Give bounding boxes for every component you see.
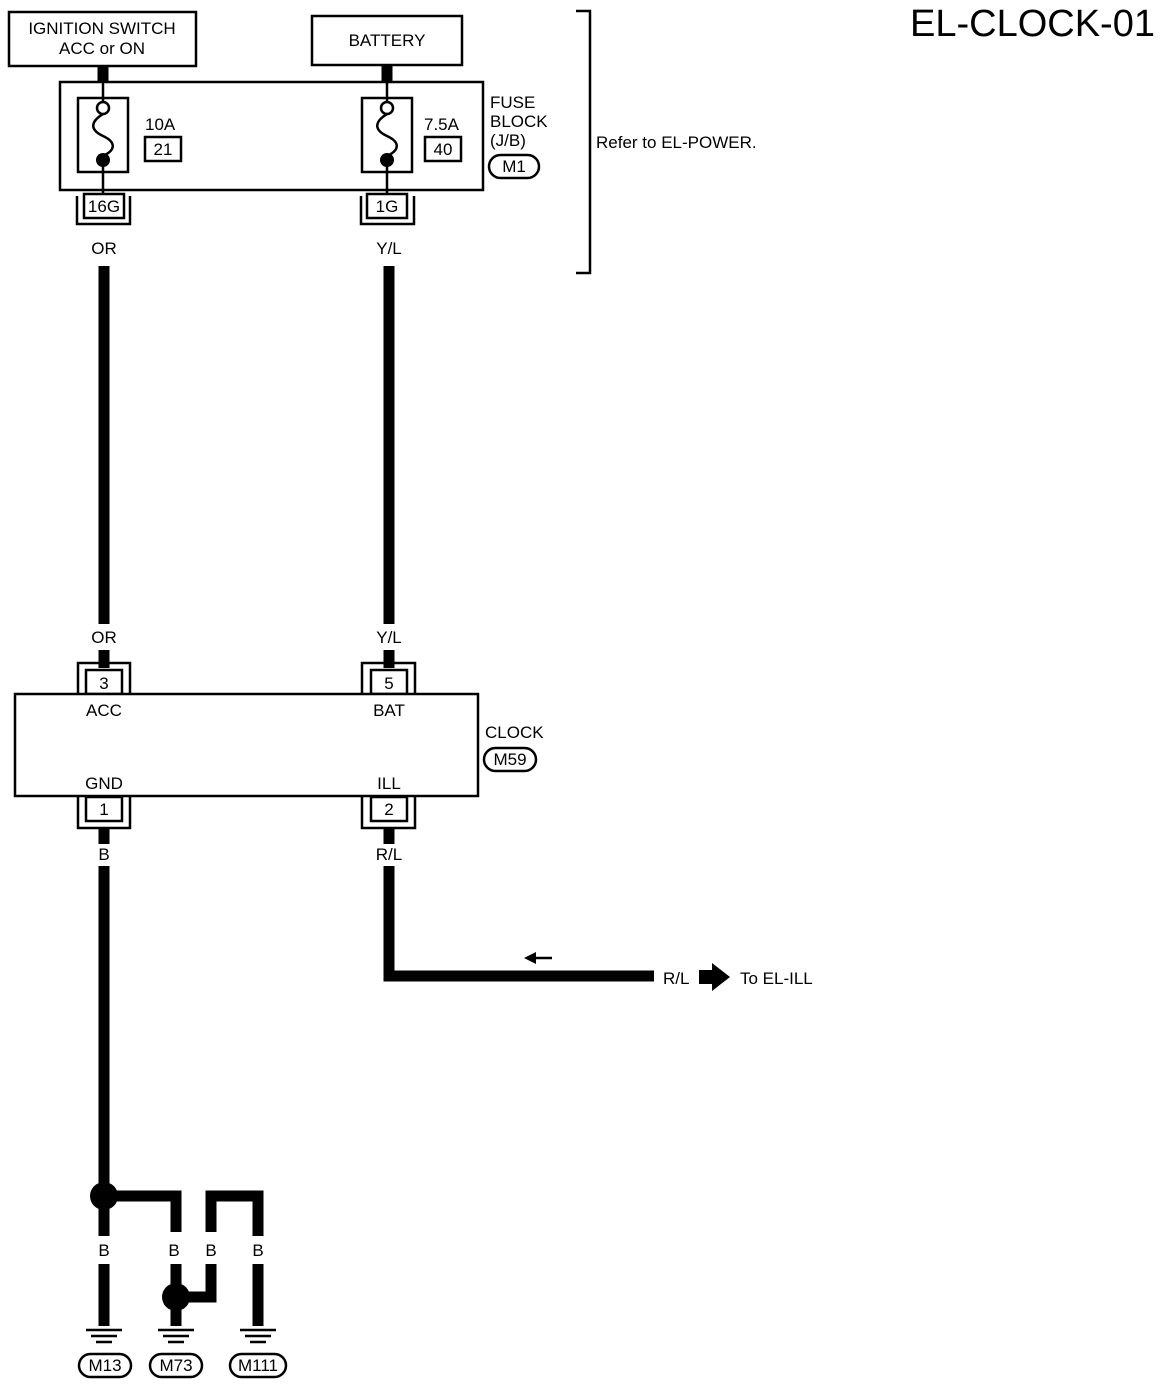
diagram-id: EL-CLOCK-01 (910, 3, 1155, 45)
clock-pin3-shell (76, 661, 132, 694)
wire-color-rl-top: R/L (376, 845, 402, 864)
fuse-40-rating: 7.5A (424, 115, 460, 134)
wire-color-yl-bottom: Y/L (376, 628, 402, 647)
fuse-block-connector-id: M1 (502, 157, 526, 176)
clock-pin1-number: 1 (99, 800, 108, 819)
ground-m13-badge (77, 1352, 133, 1379)
ground-m73-icon (158, 1328, 194, 1344)
ground-m111-badge (228, 1352, 288, 1379)
clock-pin3-number: 3 (99, 674, 108, 693)
power-bracket (576, 9, 592, 275)
clock-pin5-shell (360, 661, 417, 694)
fuse-block-label-line3: (J/B) (490, 131, 526, 150)
clock-ill-label: ILL (377, 774, 401, 793)
wire-color-b-link: B (205, 1241, 216, 1260)
wire-color-rl-end: R/L (663, 969, 689, 988)
fuse-21-top-terminal (95, 100, 111, 116)
wire-color-b-m13: B (98, 1241, 109, 1260)
wire-color-yl-top: Y/L (376, 239, 402, 258)
fuse-21-number-box (143, 135, 183, 163)
fuse-block-connector-badge (487, 153, 541, 180)
fuse-21-number: 21 (154, 140, 173, 159)
clock-pin5-number: 5 (384, 674, 393, 693)
wire-color-or-top: OR (91, 239, 117, 258)
to-el-ill-arrow-icon (699, 963, 730, 991)
wire-b-to-m73 (104, 1190, 182, 1232)
clock-bat-label: BAT (373, 701, 405, 720)
refer-power-note: Refer to EL-POWER. (596, 133, 757, 152)
fuse-40-top-terminal (379, 100, 395, 116)
wire-rl (383, 866, 654, 982)
terminal-16g-label: 16G (88, 197, 120, 216)
ground-m111-icon (240, 1328, 276, 1344)
ignition-switch-box (7, 10, 198, 68)
clock-pin2-number: 2 (384, 800, 393, 819)
terminal-16g-box (82, 192, 126, 220)
ground-m73-id: M73 (159, 1356, 192, 1375)
to-el-ill-label: To EL-ILL (740, 969, 813, 988)
fuse-block-label-line2: BLOCK (490, 112, 548, 131)
wire-color-or-bottom: OR (91, 628, 117, 647)
fuse-21-rating: 10A (145, 115, 176, 134)
fuse-40-element-icon (376, 112, 398, 158)
clock-gnd-label: GND (85, 774, 123, 793)
clock-pin1-box (84, 795, 124, 823)
clock-connector-badge (482, 746, 538, 773)
fuse-21-element-icon (92, 112, 114, 158)
fuse-40-number: 40 (434, 140, 453, 159)
terminal-1g-shell (359, 196, 416, 226)
wire-color-b-m73: B (168, 1241, 179, 1260)
ground-m111-id: M111 (238, 1356, 278, 1375)
wire-b-branch-m111 (205, 1190, 264, 1236)
ignition-switch-label: IGNITION SWITCH (28, 19, 175, 38)
clock-connector-id: M59 (493, 750, 526, 769)
clock-box (13, 692, 480, 798)
ground-m13-icon (86, 1328, 122, 1344)
clock-pin2-box (369, 795, 409, 823)
current-arrow-icon (524, 952, 536, 964)
clock-acc-label: ACC (86, 701, 122, 720)
terminal-1g-box (365, 192, 409, 220)
clock-name: CLOCK (485, 723, 544, 742)
terminal-1g-label: 1G (376, 197, 399, 216)
wire-color-b-m111: B (252, 1241, 263, 1260)
ignition-mode-label: ACC or ON (59, 39, 145, 58)
ground-m13-id: M13 (88, 1356, 121, 1375)
battery-label: BATTERY (349, 31, 426, 50)
terminal-16g-shell (75, 196, 132, 226)
wire-color-b-top: B (98, 845, 109, 864)
fuse-block-label-line1: FUSE (490, 93, 535, 112)
fuse-40-number-box (423, 135, 463, 163)
ground-m73-badge (148, 1352, 204, 1379)
